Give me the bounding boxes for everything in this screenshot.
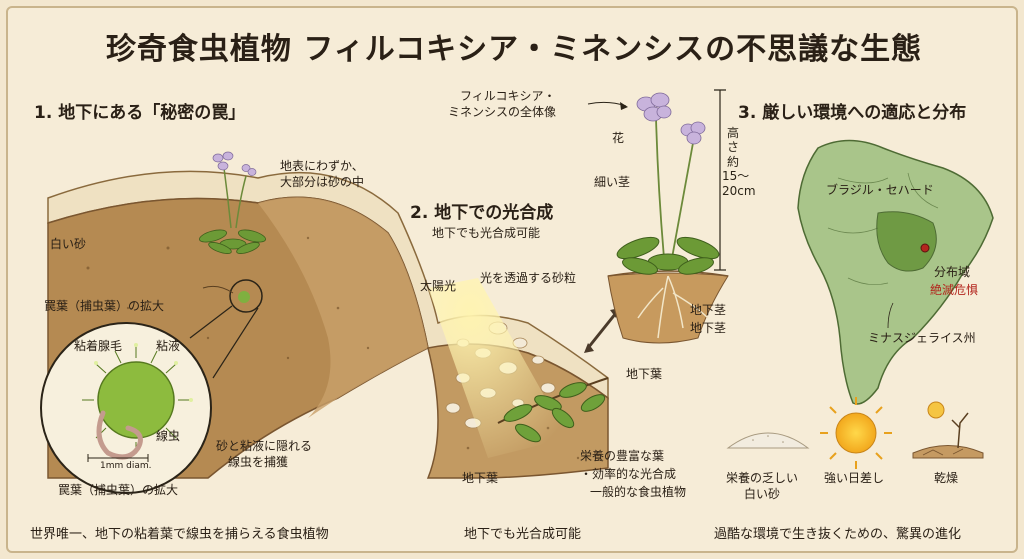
label-poor-sand1: 栄養の乏しい (726, 471, 799, 485)
label-rhizome1: 地下茎 (690, 303, 727, 317)
label-capture1: 砂と粘液に隠れる (216, 439, 313, 453)
label-sunlight: 太陽光 (420, 279, 457, 293)
label-nutrition3: 一般的な食虫植物 (590, 485, 687, 499)
label-poor-sand2: 白い砂 (744, 487, 781, 501)
label-white-sand: 白い砂 (50, 237, 87, 251)
label-strong-sun: 強い日差し (824, 471, 885, 485)
label-surface: 地表にわずか、 (280, 159, 364, 173)
label-grains: 光を透過する砂粒 (480, 271, 577, 285)
label-height: 高さ約15〜20cm (722, 126, 756, 198)
label-mucus: 粘液 (156, 339, 181, 353)
label-underground-leaf-left: 地下葉 (462, 471, 499, 485)
label-sticky-hair: 粘着腺毛 (74, 339, 123, 353)
section2-summary: 地下でも光合成可能 (464, 527, 582, 542)
sunlight-beam (428, 278, 568, 458)
label-capture2: 線虫を捕獲 (228, 455, 289, 469)
label-whole-plant2: ミネンシスの全体像 (448, 105, 557, 119)
section3-summary: 過酷な環境で生き抜くための、驚異の進化 (714, 527, 962, 542)
strong-sun-icon (820, 397, 892, 469)
illustration-canvas (40, 89, 994, 494)
label-cerrado: ブラジル・セハード (826, 183, 934, 197)
label-dry: 乾燥 (934, 471, 959, 485)
section2-subtitle: 地下でも光合成可能 (432, 226, 541, 240)
label-trap-leaf-zoom2: 罠葉（捕虫葉）の拡大 (58, 483, 179, 497)
label-nutrition1: 栄養の豊富な葉 (580, 449, 665, 463)
infographic-frame: 珍奇食虫植物 フィルコキシア・ミネンシスの不思議な生態 1. 地下にある「秘密の… (6, 6, 1018, 553)
section1-summary: 世界唯一、地下の粘着葉で線虫を捕らえる食虫植物 (30, 527, 329, 542)
underground-leaves (497, 377, 609, 443)
label-nutrition2: ・効率的な光合成 (580, 467, 677, 481)
label-whole-plant1: フィルコキシア・ (460, 89, 556, 103)
section3-title: 3. 厳しい環境への適応と分布 (738, 103, 967, 123)
label-trap-leaf-zoom: 罠葉（捕虫葉）の拡大 (44, 299, 165, 313)
label-state: ミナスジェライス州 (868, 331, 976, 345)
page-title: 珍奇食虫植物 フィルコキシア・ミネンシスの不思議な生態 (105, 32, 923, 67)
dry-land-icon (912, 401, 984, 459)
label-endangered: 絶滅危惧 (930, 283, 979, 297)
section1-title: 1. 地下にある「秘密の罠」 (34, 103, 246, 123)
zoom-marker-leaf (238, 291, 250, 303)
section2-title: 2. 地下での光合成 (410, 203, 554, 223)
label-rhizome2: 地下茎 (690, 321, 727, 335)
surface-plant (199, 151, 266, 254)
link-arrow (584, 308, 620, 353)
label-underground-leaf-right: 地下葉 (626, 367, 663, 381)
south-america-map (797, 139, 994, 405)
label-scale: 1mm diam. (100, 461, 152, 471)
poor-sand-icon (726, 432, 810, 449)
label-range: 分布域 (934, 265, 971, 279)
label-nematode: 線虫 (156, 429, 181, 443)
whole-plant-illustration (587, 89, 729, 344)
label-surface2: 大部分は砂の中 (280, 175, 365, 189)
label-stem: 細い茎 (594, 175, 631, 189)
magnified-trap-leaf (40, 322, 212, 494)
label-flower: 花 (612, 131, 625, 145)
